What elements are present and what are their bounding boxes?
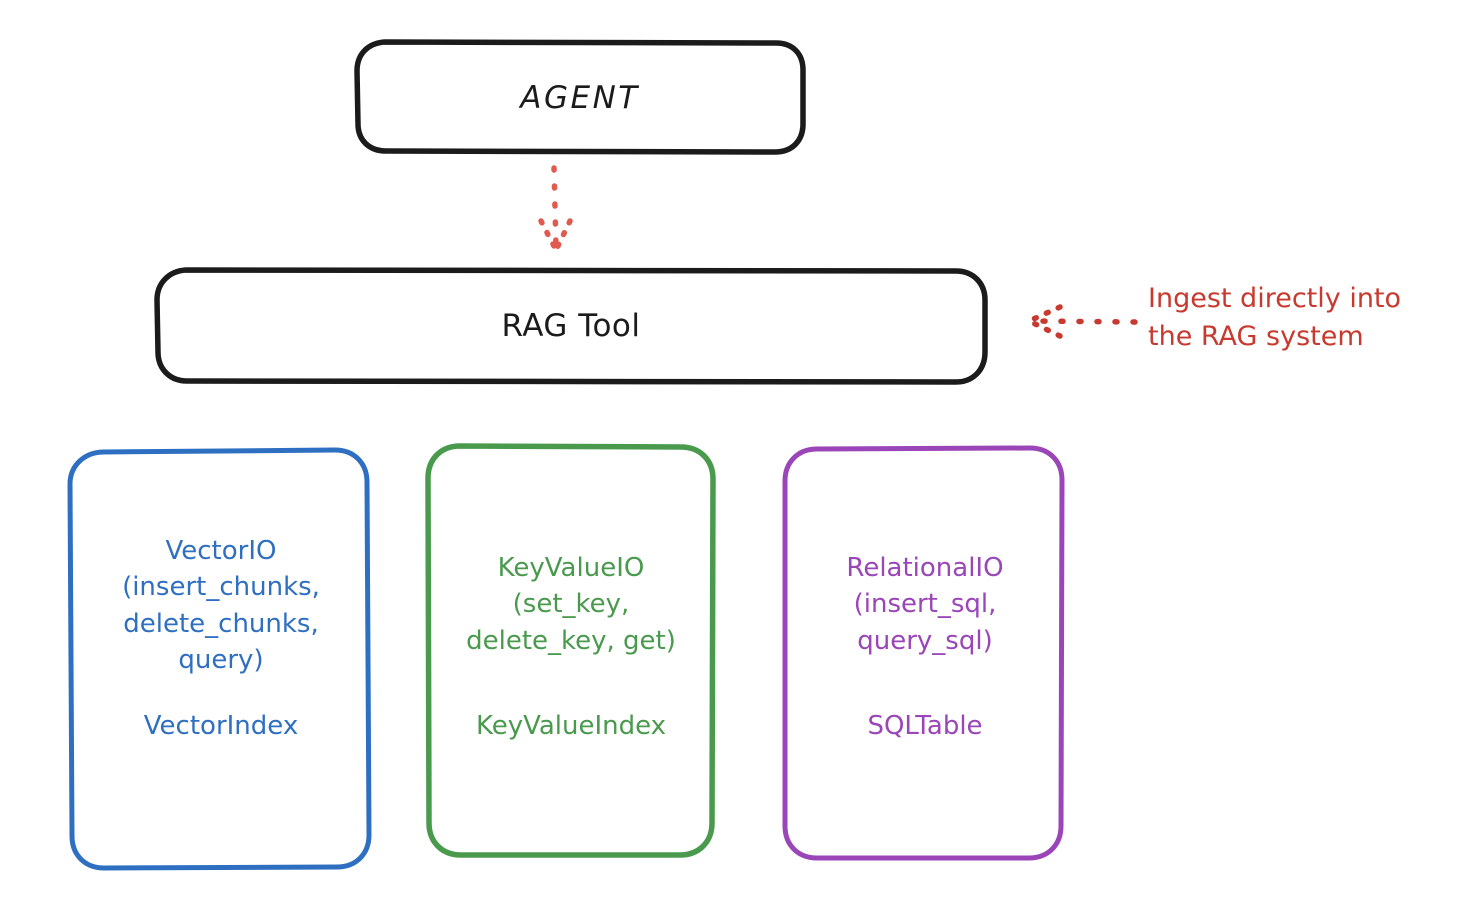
agent-box[interactable]: [354, 39, 806, 155]
rag-tool-label: RAG Tool: [501, 308, 641, 344]
keyvalue-io-api-label: KeyValueIO (set_key, delete_key, get): [466, 553, 676, 656]
ingest-annotation-text: Ingest directly into the RAG system: [1148, 283, 1402, 353]
relational-io-api-label: RelationalIO (insert_sql, query_sql): [846, 553, 1004, 656]
ingest-arrow-icon: [1026, 304, 1138, 339]
vector-io-box[interactable]: [67, 447, 372, 871]
agent-label: AGENT: [520, 80, 640, 116]
relational-io-box[interactable]: [782, 445, 1065, 861]
vector-io-api-label: VectorIO (insert_chunks, delete_chunks, …: [122, 536, 320, 676]
keyvalue-io-box[interactable]: [425, 443, 716, 858]
vector-index-label: VectorIndex: [143, 711, 299, 741]
sql-table-label: SQLTable: [867, 711, 983, 741]
keyvalue-index-label: KeyValueIndex: [475, 711, 667, 741]
rag-tool-box[interactable]: [154, 267, 988, 385]
agent-to-rag-connector: [538, 165, 573, 253]
